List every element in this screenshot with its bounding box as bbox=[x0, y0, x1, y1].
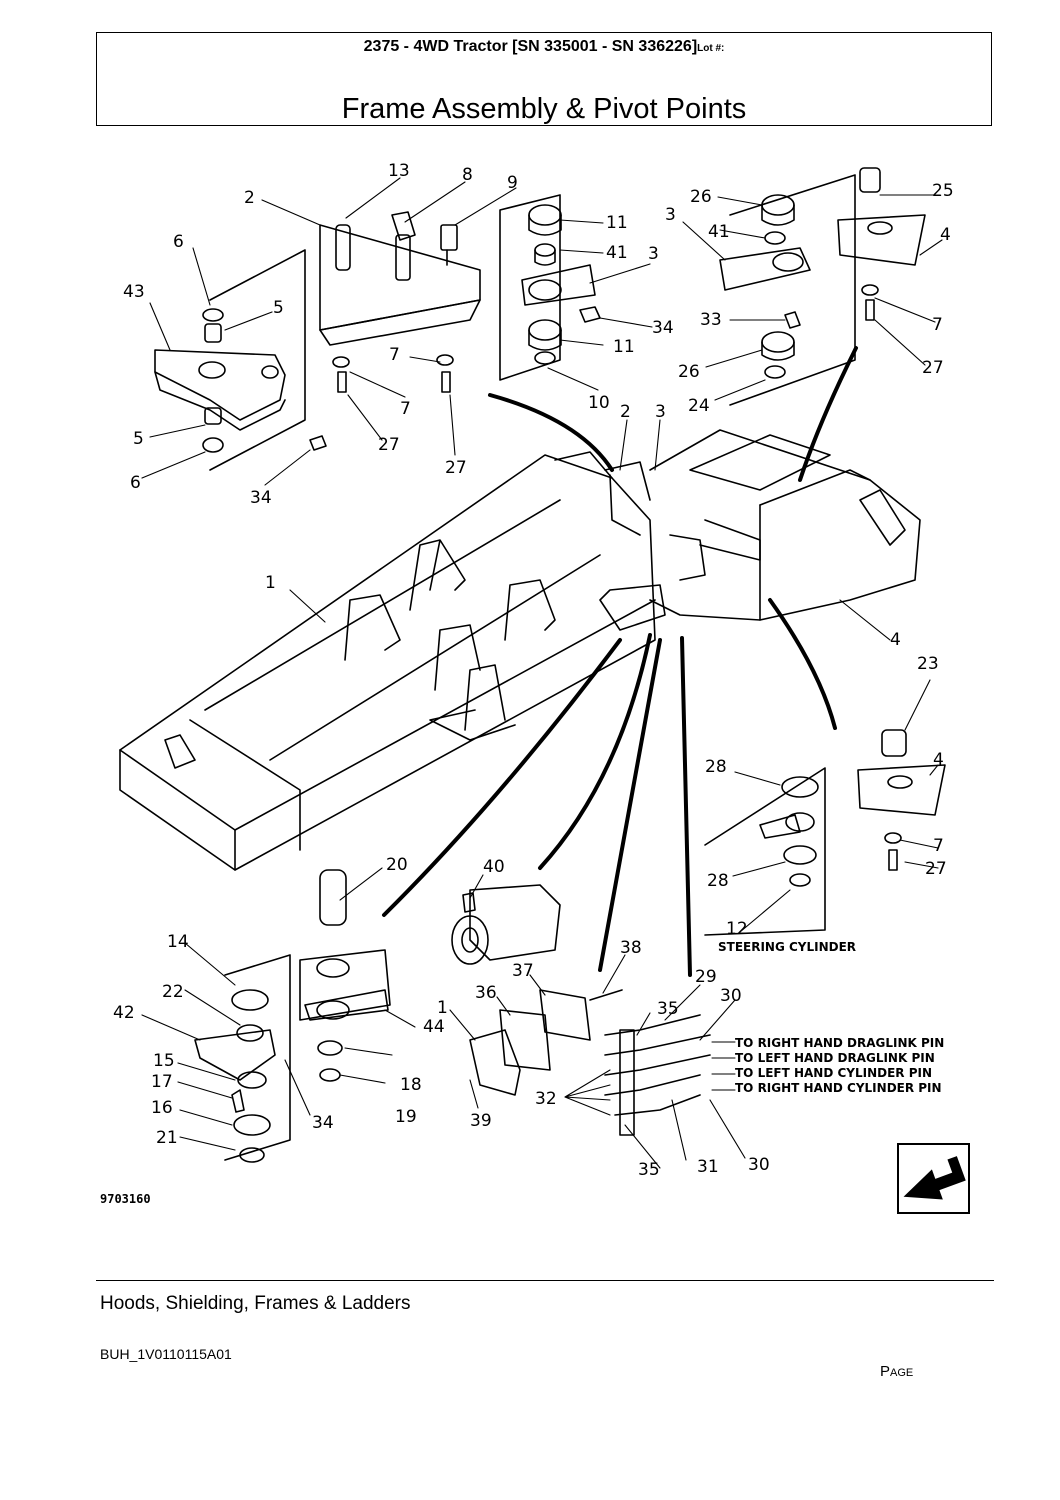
callout-6: 6 bbox=[173, 232, 184, 252]
note-left-draglink: TO LEFT HAND DRAGLINK PIN bbox=[735, 1051, 935, 1065]
callout-19: 19 bbox=[395, 1107, 417, 1127]
callout-27: 27 bbox=[925, 859, 947, 879]
callout-24: 24 bbox=[688, 396, 710, 416]
callout-33: 33 bbox=[700, 310, 722, 330]
callout-18: 18 bbox=[400, 1075, 422, 1095]
callout-26: 26 bbox=[690, 187, 712, 207]
upper-pivot-drawing bbox=[154, 211, 481, 471]
callout-16: 16 bbox=[151, 1098, 173, 1118]
callout-27: 27 bbox=[922, 358, 944, 378]
callout-32: 32 bbox=[535, 1089, 557, 1109]
callout-28: 28 bbox=[707, 871, 729, 891]
page-label: Page bbox=[880, 1363, 914, 1380]
header-box: 2375 - 4WD Tractor [SN 335001 - SN 33622… bbox=[96, 32, 992, 126]
callout-35: 35 bbox=[638, 1160, 660, 1180]
callout-40: 40 bbox=[483, 857, 505, 877]
upper-bushing-stack-drawing bbox=[499, 194, 601, 381]
callout-42: 42 bbox=[113, 1003, 135, 1023]
callout-30: 30 bbox=[748, 1155, 770, 1175]
note-right-cylinder: TO RIGHT HAND CYLINDER PIN bbox=[735, 1081, 942, 1095]
callout-3: 3 bbox=[665, 205, 676, 225]
callout-8: 8 bbox=[462, 165, 473, 185]
callout-1: 1 bbox=[437, 998, 448, 1018]
callout-5: 5 bbox=[273, 298, 284, 318]
callout-4: 4 bbox=[890, 630, 901, 650]
callout-21: 21 bbox=[156, 1128, 178, 1148]
callout-41: 41 bbox=[606, 243, 628, 263]
callout-2: 2 bbox=[620, 402, 631, 422]
callout-31: 31 bbox=[697, 1157, 719, 1177]
flow-arrows bbox=[382, 346, 858, 977]
callout-12: 12 bbox=[726, 919, 748, 939]
callout-labels: 13 8 9 2 6 43 5 5 6 34 7 7 27 27 11 41 3… bbox=[113, 161, 954, 1180]
callout-7: 7 bbox=[400, 399, 411, 419]
callout-6: 6 bbox=[130, 473, 141, 493]
footer-rule bbox=[96, 1280, 994, 1281]
lower-pivot-drawing bbox=[194, 869, 391, 1163]
leader-lines bbox=[141, 177, 943, 1169]
callout-4: 4 bbox=[933, 750, 944, 770]
callout-44: 44 bbox=[423, 1017, 445, 1037]
diagram-notes: STEERING CYLINDER TO RIGHT HAND DRAGLINK… bbox=[100, 940, 944, 1206]
upper-right-bushing-drawing bbox=[719, 167, 926, 406]
callout-11: 11 bbox=[606, 213, 628, 233]
section-title: Hoods, Shielding, Frames & Ladders bbox=[100, 1293, 411, 1314]
callout-3: 3 bbox=[655, 402, 666, 422]
callout-39: 39 bbox=[470, 1111, 492, 1131]
note-steering-cylinder: STEERING CYLINDER bbox=[718, 940, 856, 954]
callout-9: 9 bbox=[507, 173, 518, 193]
callout-41: 41 bbox=[708, 222, 730, 242]
figure-number: 9703160 bbox=[100, 1192, 151, 1206]
callout-22: 22 bbox=[162, 982, 184, 1002]
callout-20: 20 bbox=[386, 855, 408, 875]
callout-34: 34 bbox=[250, 488, 272, 508]
note-right-draglink: TO RIGHT HAND DRAGLINK PIN bbox=[735, 1036, 944, 1050]
model-line: 2375 - 4WD Tractor [SN 335001 - SN 33622… bbox=[97, 38, 991, 56]
callout-35: 35 bbox=[657, 999, 679, 1019]
callout-25: 25 bbox=[932, 181, 954, 201]
lot-label: Lot #: bbox=[697, 43, 725, 54]
callout-34: 34 bbox=[652, 318, 674, 338]
callout-36: 36 bbox=[475, 983, 497, 1003]
callout-27: 27 bbox=[378, 435, 400, 455]
document-id: BUH_1V0110115A01 bbox=[100, 1346, 232, 1362]
callout-23: 23 bbox=[917, 654, 939, 674]
callout-37: 37 bbox=[512, 961, 534, 981]
rear-frame-drawing bbox=[649, 429, 921, 621]
callout-30: 30 bbox=[720, 986, 742, 1006]
callout-38: 38 bbox=[620, 938, 642, 958]
callout-3: 3 bbox=[648, 244, 659, 264]
callout-28: 28 bbox=[705, 757, 727, 777]
callout-43: 43 bbox=[123, 282, 145, 302]
callout-7: 7 bbox=[389, 345, 400, 365]
callout-10: 10 bbox=[588, 393, 610, 413]
callout-15: 15 bbox=[153, 1051, 175, 1071]
callout-14: 14 bbox=[167, 932, 189, 952]
callout-2: 2 bbox=[244, 188, 255, 208]
note-left-cylinder: TO LEFT HAND CYLINDER PIN bbox=[735, 1066, 932, 1080]
callout-7: 7 bbox=[932, 315, 943, 335]
callout-17: 17 bbox=[151, 1072, 173, 1092]
model-title: 2375 - 4WD Tractor [SN 335001 - SN 33622… bbox=[363, 38, 698, 55]
callout-4: 4 bbox=[940, 225, 951, 245]
parts-diagram: 13 8 9 2 6 43 5 5 6 34 7 7 27 27 11 41 3… bbox=[100, 161, 954, 1206]
callout-13: 13 bbox=[388, 161, 410, 181]
callout-34: 34 bbox=[312, 1113, 334, 1133]
steering-mount-drawing bbox=[704, 729, 946, 936]
callout-1: 1 bbox=[265, 573, 276, 593]
callout-5: 5 bbox=[133, 429, 144, 449]
callout-11: 11 bbox=[613, 337, 635, 357]
main-frame-drawing bbox=[119, 451, 666, 871]
callout-29: 29 bbox=[695, 967, 717, 987]
callout-7: 7 bbox=[933, 836, 944, 856]
page-title: Frame Assembly & Pivot Points bbox=[341, 93, 747, 125]
callout-27: 27 bbox=[445, 458, 467, 478]
next-page-arrow-icon[interactable] bbox=[897, 1143, 970, 1214]
callout-26: 26 bbox=[678, 362, 700, 382]
